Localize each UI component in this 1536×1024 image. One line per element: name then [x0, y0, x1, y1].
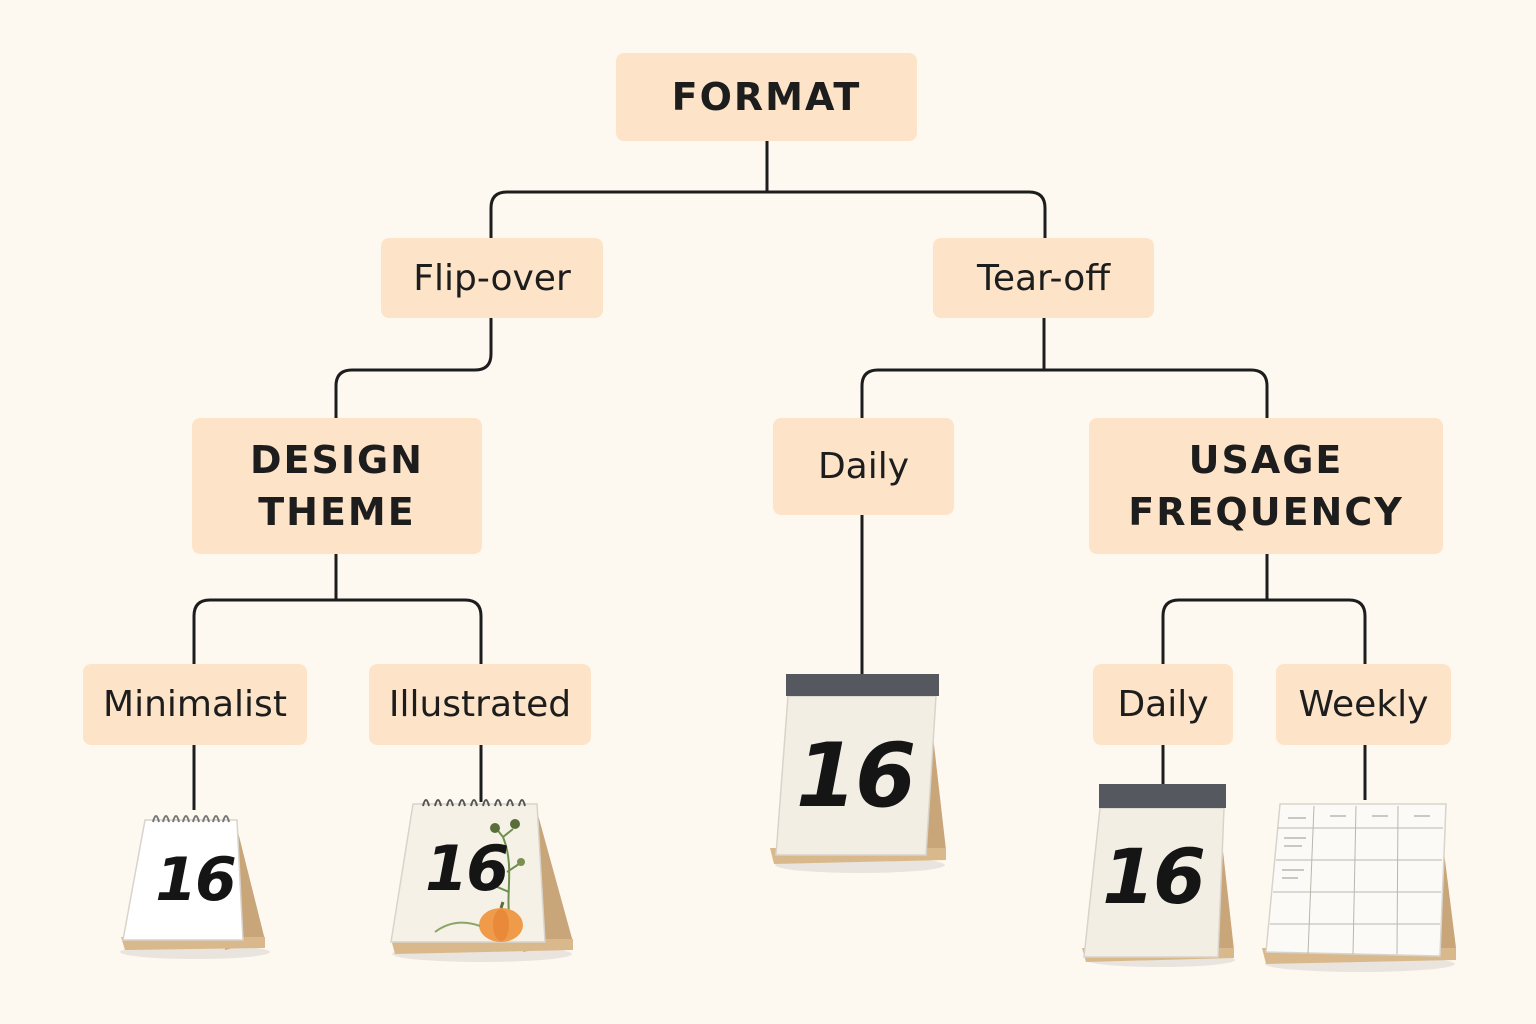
design-theme-node: DESIGN THEME	[192, 418, 482, 554]
weekly-grid	[1270, 805, 1443, 955]
flip-over-label: Flip-over	[413, 257, 571, 299]
design-theme-label: DESIGN THEME	[249, 438, 424, 534]
illustrated-label: Illustrated	[388, 684, 572, 725]
tear-off-daily-label: Daily	[817, 446, 910, 487]
tear-off-node: Tear-off	[933, 238, 1154, 318]
usage-daily-calendar-image: 16	[1080, 782, 1240, 972]
minimalist-node: Minimalist	[83, 664, 307, 745]
usage-weekly-node: Weekly	[1276, 664, 1451, 745]
connector-design-children	[192, 554, 483, 664]
connector-tear-children	[860, 318, 1269, 418]
illustrated-calendar-date: 16	[425, 832, 509, 905]
illustrated-calendar-image: 16	[385, 792, 580, 967]
usage-daily-label: Daily	[1117, 684, 1209, 725]
flip-over-node: Flip-over	[381, 238, 603, 318]
illustrated-node: Illustrated	[369, 664, 591, 745]
tear-off-daily-node: Daily	[773, 418, 954, 515]
format-label: FORMAT	[671, 75, 862, 119]
usage-frequency-node: USAGE FREQUENCY	[1089, 418, 1443, 554]
connector-flip-design	[334, 318, 493, 418]
usage-weekly-label: Weekly	[1298, 684, 1429, 725]
format-node: FORMAT	[616, 53, 917, 141]
usage-daily-node: Daily	[1093, 664, 1233, 745]
tear-off-daily-calendar-image: 16	[768, 672, 953, 877]
tear-off-label: Tear-off	[976, 257, 1111, 299]
minimalist-label: Minimalist	[103, 684, 287, 725]
tear-off-daily-calendar-date: 16	[795, 724, 916, 827]
connector-format-children	[489, 141, 1047, 238]
usage-daily-calendar-date: 16	[1102, 832, 1206, 921]
minimalist-calendar-image: 16	[115, 800, 275, 965]
minimalist-calendar-date: 16	[155, 845, 237, 915]
usage-weekly-calendar-image	[1258, 798, 1463, 976]
connector-usage-children	[1161, 554, 1367, 664]
usage-frequency-label: USAGE FREQUENCY	[1128, 438, 1404, 534]
